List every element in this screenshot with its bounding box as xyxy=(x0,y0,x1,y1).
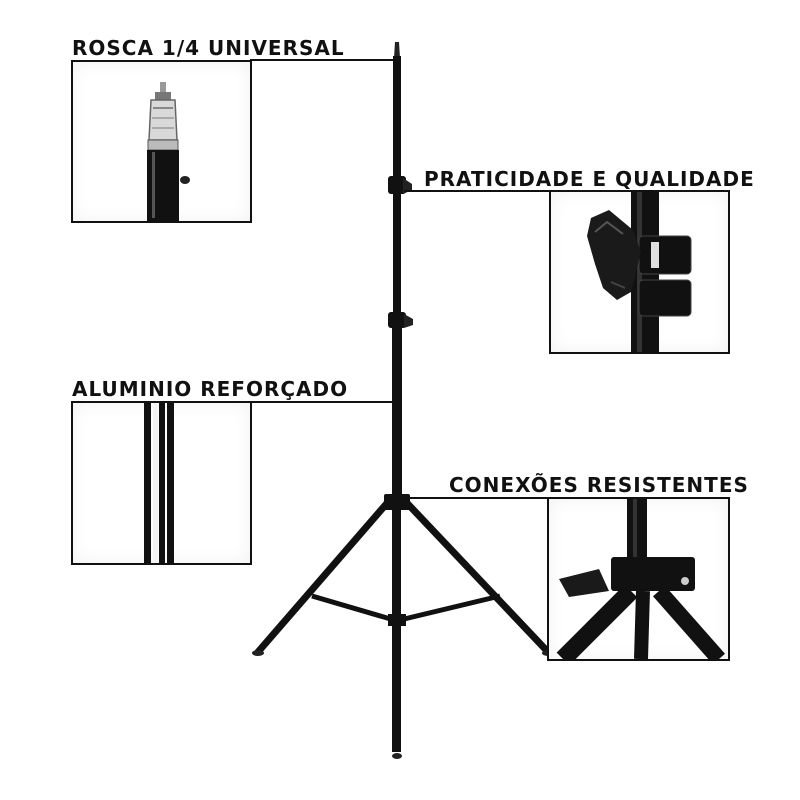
left-leg xyxy=(254,498,392,656)
aluminio-panel xyxy=(71,401,252,565)
right-leg xyxy=(402,498,552,656)
rosca-label: ROSCA 1/4 UNIVERSAL xyxy=(72,36,345,60)
praticidade-panel xyxy=(549,190,730,354)
upper-clamp xyxy=(388,176,406,194)
brace-collar xyxy=(388,614,406,626)
knob-clamp-icon xyxy=(587,192,692,352)
thread-adapter-icon xyxy=(147,82,190,221)
aluminio-leader-line xyxy=(250,401,393,403)
conexoes-leader-line xyxy=(408,497,548,499)
middle-clamp xyxy=(388,312,406,328)
left-brace xyxy=(311,593,395,623)
right-brace xyxy=(399,593,501,623)
rosca-leader-line xyxy=(250,59,395,61)
conexoes-panel xyxy=(547,497,730,661)
rosca-panel xyxy=(71,60,252,223)
conexoes-label: CONEXÕES RESISTENTES xyxy=(449,473,749,497)
lower-tube xyxy=(392,508,401,752)
leg-hub xyxy=(384,494,410,510)
praticidade-label: PRATICIDADE E QUALIDADE xyxy=(424,167,755,191)
middle-clamp-knob xyxy=(404,314,413,328)
stand-tip xyxy=(394,42,400,58)
leg-joint-icon xyxy=(556,499,725,659)
middle-tube xyxy=(392,318,402,500)
aluminum-tubes-icon xyxy=(144,403,174,563)
praticidade-leader-line xyxy=(404,190,550,192)
center-foot xyxy=(392,753,402,759)
aluminio-label: ALUMINIO REFORÇADO xyxy=(72,377,349,401)
left-foot xyxy=(252,650,264,656)
